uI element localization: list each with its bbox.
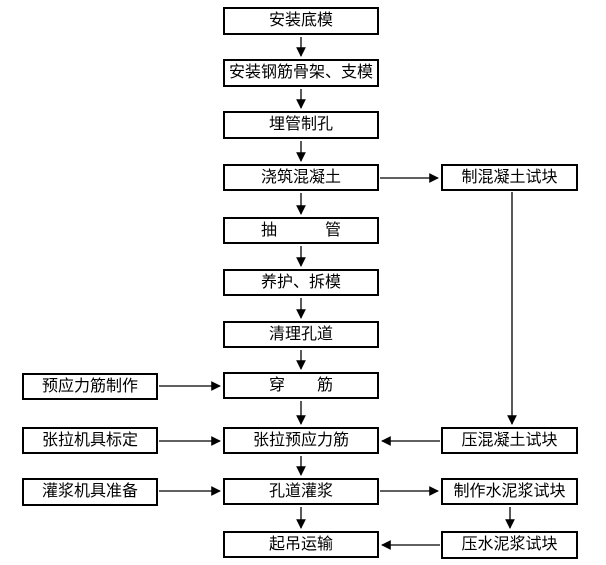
node-tendon-fabrication: 预应力筋制作 [22, 373, 158, 400]
node-make-grout-cubes: 制作水泥浆试块 [441, 478, 578, 505]
node-lift-transport: 起吊运输 [223, 531, 379, 558]
node-test-concrete-cubes: 压混凝土试块 [441, 427, 578, 454]
node-install-bottom-form: 安装底模 [223, 7, 379, 35]
node-grouting-rig-prep: 灌浆机具准备 [22, 478, 158, 506]
node-duct-grouting: 孔道灌浆 [223, 478, 379, 505]
node-embed-pipe-make-holes: 埋管制孔 [223, 111, 379, 139]
node-make-concrete-cubes: 制混凝土试块 [441, 164, 578, 191]
node-clean-duct: 清理孔道 [223, 321, 379, 348]
node-pour-concrete: 浇筑混凝土 [223, 164, 379, 191]
node-jack-calibration: 张拉机具标定 [22, 427, 158, 454]
node-pull-pipe: 抽 管 [223, 217, 379, 244]
node-test-grout-cubes: 压水泥浆试块 [441, 531, 578, 559]
node-install-rebar-formwork: 安装钢筋骨架、支模 [223, 59, 379, 87]
node-cure-strip-form: 养护、拆模 [223, 269, 379, 296]
node-tension-tendon: 张拉预应力筋 [223, 427, 379, 454]
node-thread-tendon: 穿 筋 [223, 372, 379, 399]
